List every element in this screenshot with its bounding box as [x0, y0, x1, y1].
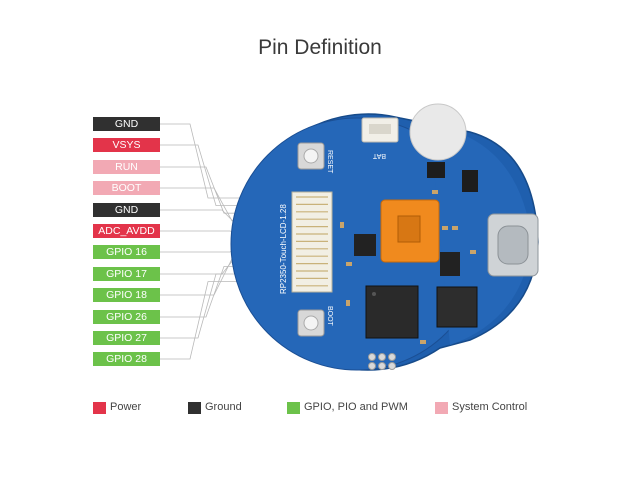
fpc-connector: [291, 191, 333, 293]
legend-label: Power: [110, 401, 142, 413]
small-chip: [440, 252, 460, 276]
small-chip: [427, 162, 445, 178]
legend-swatch: [188, 402, 201, 414]
pin-label: GPIO 16: [93, 245, 160, 259]
legend-swatch: [93, 402, 106, 414]
legend-swatch: [287, 402, 300, 414]
small-chip: [354, 234, 376, 256]
board-silkscreen: RP2350-Touch-LCD-1.28: [279, 204, 288, 294]
boot-label: BOOT: [326, 306, 333, 327]
pin-label: GPIO 17: [93, 267, 160, 281]
pin-label: GPIO 18: [93, 288, 160, 302]
page-title: Pin Definition: [258, 36, 382, 59]
small-chip: [462, 170, 478, 192]
legend-label: Ground: [205, 401, 242, 413]
battery-pad: [409, 103, 467, 161]
bat-label: BAT: [372, 152, 386, 159]
pin-label: GPIO 27: [93, 331, 160, 345]
pin-label: GPIO 26: [93, 310, 160, 324]
legend-label: GPIO, PIO and PWM: [304, 401, 408, 413]
pin-label: ADC_AVDD: [93, 224, 160, 238]
pin-label: GND: [93, 117, 160, 131]
pin-label: GND: [93, 203, 160, 217]
legend-label: System Control: [452, 401, 528, 413]
pin-label: RUN: [93, 160, 160, 174]
legend-swatch: [435, 402, 448, 414]
pin-label: BOOT: [93, 181, 160, 195]
pin-label: GPIO 28: [93, 352, 160, 366]
pin-label: VSYS: [93, 138, 160, 152]
flash-chip: [436, 286, 478, 328]
reset-label: RESET: [326, 150, 333, 174]
